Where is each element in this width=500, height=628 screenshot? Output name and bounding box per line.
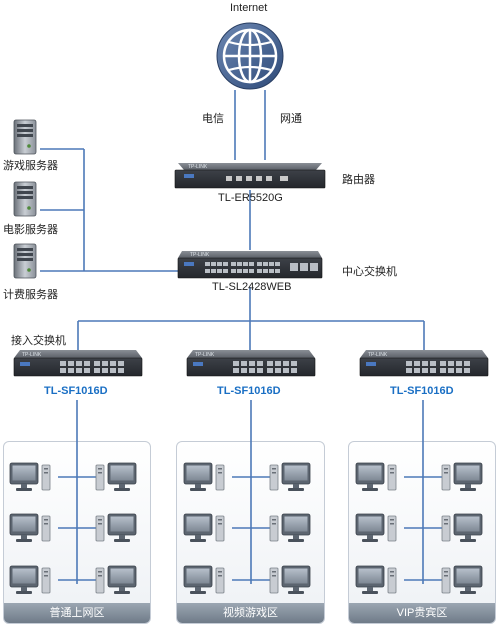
internet-label: Internet [230,2,268,14]
link-lines [40,90,442,584]
zone-label: 普通上网区 [49,607,105,619]
movie-server-label: 电影服务器 [3,224,58,236]
pc-icon [183,513,225,543]
pc-icon [269,462,311,492]
netcom-label: 网通 [280,113,302,125]
zone-label: 视频游戏区 [223,607,278,619]
pc-icon [441,565,483,595]
billing-server-icon [13,243,37,279]
access-switch-1-icon: TP-LINK [13,350,143,377]
pc-icon [355,565,397,595]
router-model-label: TL-ER5520G [218,192,283,204]
pc-icon [95,565,137,595]
access-switch-2-icon: TP-LINK [186,350,316,377]
svg-text:TP-LINK: TP-LINK [195,352,215,358]
pc-icon [9,513,51,543]
movie-server-icon [13,181,37,217]
pc-icon [355,462,397,492]
access-switch-3-model: TL-SF1016D [390,385,454,397]
pc-icon [183,565,225,595]
pc-icon [183,462,225,492]
telecom-label: 电信 [202,113,224,125]
access-switch-role-label: 接入交换机 [11,335,66,347]
zone-label-bar: 普通上网区 [4,603,150,623]
router-device-icon: TP-LINK [174,163,326,189]
game-server-label: 游戏服务器 [3,160,58,172]
pc-icon [441,513,483,543]
billing-server-label: 计费服务器 [3,289,58,301]
pc-icon [95,462,137,492]
core-switch-device-icon: TP-LINK [177,251,323,279]
pc-icon [355,513,397,543]
svg-text:TP-LINK: TP-LINK [22,352,42,358]
access-switch-2-model: TL-SF1016D [217,385,281,397]
core-switch-role-label: 中心交换机 [342,266,397,278]
access-switch-3-icon: TP-LINK [359,350,489,377]
internet-globe-icon [216,22,284,90]
zone-label: VIP贵宾区 [396,607,448,619]
router-brand-text: TP-LINK [188,164,208,170]
pc-icon [269,513,311,543]
router-role-label: 路由器 [342,174,375,186]
svg-text:TP-LINK: TP-LINK [368,352,388,358]
core-switch-model-label: TL-SL2428WEB [212,281,292,293]
pc-icon [9,565,51,595]
pc-icon [441,462,483,492]
pc-icon [9,462,51,492]
game-server-icon [13,119,37,155]
zone-label-bar: VIP贵宾区 [349,603,495,623]
pc-icon [269,565,311,595]
pc-icon [95,513,137,543]
access-switch-1-model: TL-SF1016D [44,385,108,397]
core-brand-text: TP-LINK [190,252,210,258]
zone-label-bar: 视频游戏区 [177,603,324,623]
